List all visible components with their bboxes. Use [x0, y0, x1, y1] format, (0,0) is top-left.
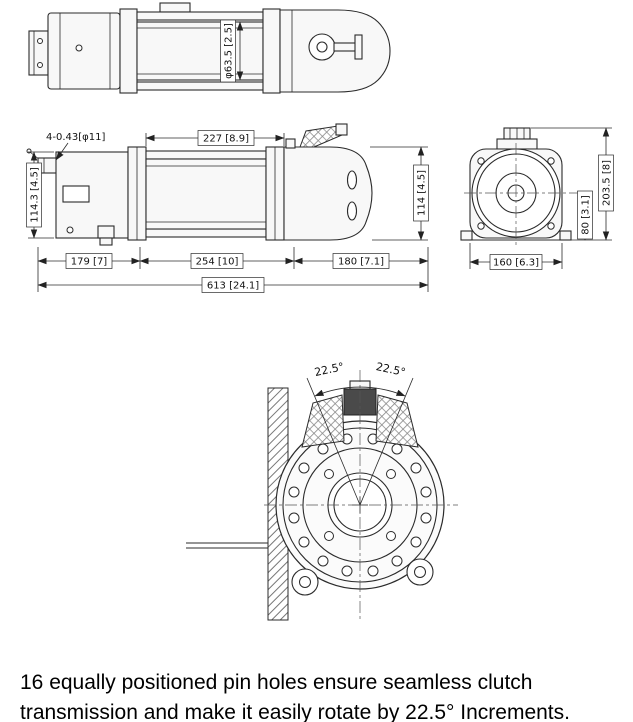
dim-center-height-label: 80 [3.1]: [581, 195, 592, 235]
pin-holes: [288, 433, 432, 577]
dim-height-right: 114 [4.5]: [370, 146, 429, 241]
dim-height-right-label: 114 [4.5]: [417, 170, 428, 216]
dim-right-section: 180 [7.1]: [332, 253, 390, 269]
mounting-lug-left: [291, 568, 319, 596]
dim-overall-height-label: 203.5 [8]: [602, 160, 613, 206]
clutch-pawl-left: [301, 394, 345, 448]
dim-drum-length-label: 227 [8.9]: [203, 134, 249, 145]
bolt-heads: [324, 469, 396, 541]
dim-drum-diameter: φ63.5 [2.5]: [220, 19, 244, 83]
dim-mid-section: 254 [10]: [190, 253, 244, 269]
mounting-lug-right: [406, 558, 434, 586]
caption-line-1: 16 equally positioned pin holes ensure s…: [20, 671, 533, 694]
side-view: [460, 127, 592, 246]
dim-side-width-label: 160 [6.3]: [493, 258, 539, 269]
dim-center-height: 80 [3.1]: [577, 190, 593, 241]
dim-height-left-label: 114.3 [4.5]: [30, 167, 41, 223]
dim-right-section-label: 180 [7.1]: [338, 257, 384, 268]
dim-overall-length: 613 [24.1]: [201, 277, 265, 293]
dim-overall-height: 203.5 [8]: [531, 127, 614, 241]
dim-height-left: 114.3 [4.5]: [26, 151, 54, 239]
dim-overall-length-label: 613 [24.1]: [207, 281, 259, 292]
dim-side-width: 160 [6.3]: [469, 243, 563, 270]
dim-drum-length: 227 [8.9]: [145, 130, 285, 146]
caption-line-2: transmission and make it easily rotate b…: [20, 700, 570, 722]
dim-left-section: 179 [7]: [65, 253, 113, 269]
top-view: [28, 2, 391, 94]
dim-mid-section-label: 254 [10]: [196, 257, 239, 268]
detail-view: 22.5° 22.5°: [186, 360, 458, 622]
technical-drawing-svg: φ63.5 [2.5] 227 [8.9]: [26, 2, 614, 622]
angle-label-left: 22.5°: [313, 360, 345, 379]
dim-bottom-rows: 179 [7] 254 [10] 180 [7.1] 613 [24.1]: [37, 247, 429, 293]
dim-left-section-label: 179 [7]: [71, 257, 108, 268]
dim-drum-diameter-label: φ63.5 [2.5]: [224, 23, 235, 79]
dim-mount-holes: 4-0.43[φ11]: [46, 132, 105, 161]
caption: 16 equally positioned pin holes ensure s…: [0, 660, 633, 722]
dim-mount-holes-label: 4-0.43[φ11]: [46, 132, 105, 143]
angle-label-right: 22.5°: [375, 360, 407, 379]
front-view: [26, 123, 373, 246]
clutch-knob-top: [308, 33, 336, 61]
clutch-pawl-right: [375, 394, 419, 448]
